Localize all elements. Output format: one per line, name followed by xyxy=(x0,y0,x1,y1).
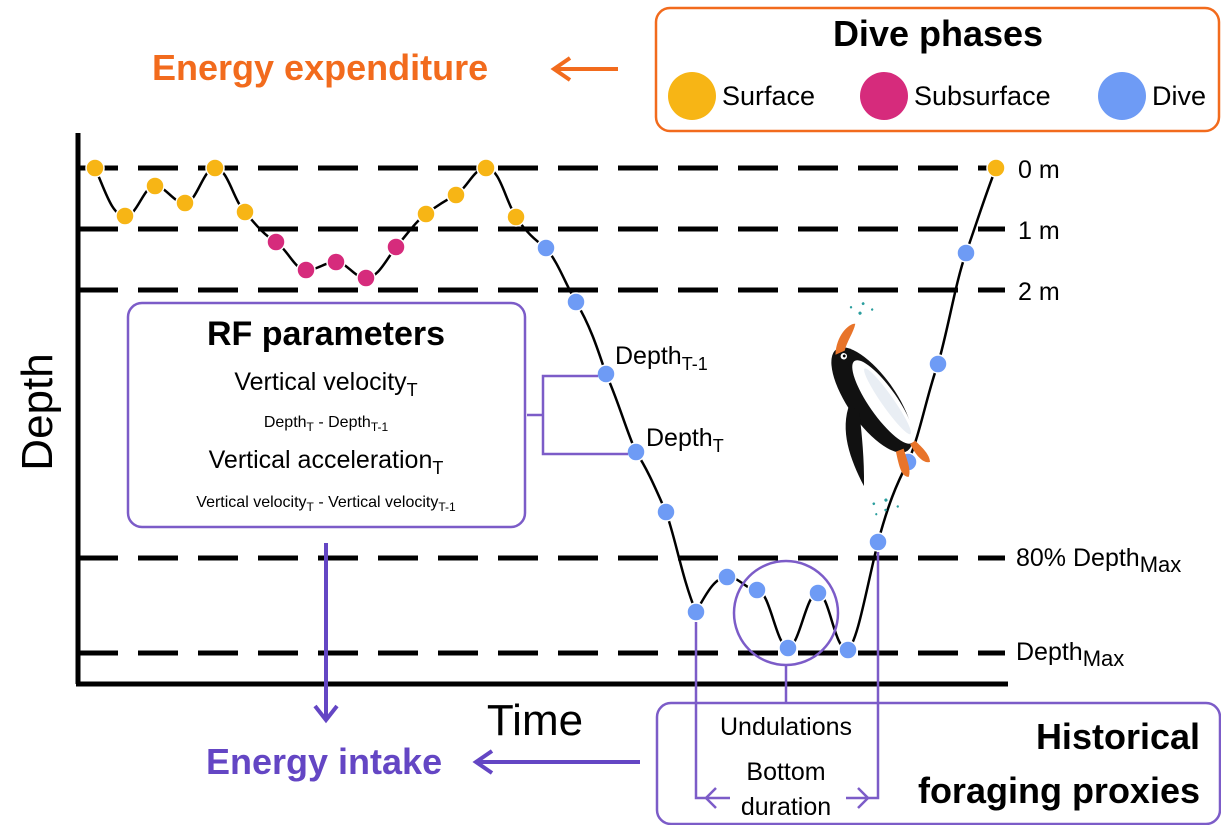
proxies-box: Undulations Bottom duration Historical f… xyxy=(655,701,1221,825)
subsurface-point xyxy=(296,260,316,280)
dive-phases-legend: Dive phases Surface Subsurface Dive xyxy=(654,6,1221,133)
surface-point xyxy=(986,158,1006,178)
proxies-undulations: Undulations xyxy=(720,713,852,741)
proxies-box-frame xyxy=(655,701,1221,825)
proxies-bottom-line1: Bottom xyxy=(746,758,825,786)
axes xyxy=(75,133,1008,687)
dive-swatch xyxy=(1098,72,1146,120)
depth-labels: 0 m 1 m 2 m 80% DepthMax DepthMax xyxy=(1016,156,1181,671)
depth-reference-lines xyxy=(78,165,1005,656)
rf-acceleration-formula: Vertical velocityT - Vertical velocityT-… xyxy=(196,494,456,514)
surface-point xyxy=(235,202,255,222)
legend-label-surface: Surface xyxy=(722,81,815,111)
dive-point xyxy=(686,602,706,622)
legend-item-subsurface: Subsurface xyxy=(860,72,1051,120)
surface-swatch xyxy=(668,72,716,120)
dive-point xyxy=(596,364,616,384)
legend-label-subsurface: Subsurface xyxy=(914,81,1051,111)
depth-label-2m: 2 m xyxy=(1018,278,1060,306)
proxies-bottom-line2: duration xyxy=(741,793,831,821)
legend-title: Dive phases xyxy=(833,13,1043,54)
subsurface-point xyxy=(386,237,406,257)
data-points xyxy=(85,158,1006,660)
surface-point xyxy=(115,206,135,226)
legend-label-dive: Dive xyxy=(1152,81,1206,111)
arrow-down-icon xyxy=(313,543,339,724)
energy-expenditure-label: Energy expenditure xyxy=(152,47,488,88)
bottom-duration-bracket xyxy=(694,552,880,809)
dive-points xyxy=(536,238,976,660)
subsurface-point xyxy=(266,232,286,252)
dive-point xyxy=(778,638,798,658)
rf-parameters-box: RF parameters Vertical velocityT DepthT … xyxy=(126,301,527,529)
dive-point xyxy=(928,354,948,374)
dive-point xyxy=(566,292,586,312)
legend-item-surface: Surface xyxy=(668,72,815,120)
y-axis-title: Depth xyxy=(13,353,62,470)
proxies-title-line2: foraging proxies xyxy=(918,770,1200,811)
surface-point xyxy=(145,176,165,196)
dive-point xyxy=(656,502,676,522)
rf-title: RF parameters xyxy=(207,315,445,353)
penguin-icon xyxy=(831,302,931,516)
dive-point xyxy=(747,580,767,600)
dive-point xyxy=(868,532,888,552)
bubbles-icon xyxy=(849,302,899,516)
subsurface-swatch xyxy=(860,72,908,120)
rf-bracket xyxy=(527,374,628,456)
x-axis-title: Time xyxy=(487,696,583,745)
rf-velocity: Vertical velocityT xyxy=(234,368,417,400)
depth-label-80pct: 80% DepthMax xyxy=(1016,544,1181,577)
legend-box xyxy=(654,6,1221,133)
surface-point xyxy=(476,158,496,178)
proxies-title-line1: Historical xyxy=(1036,716,1200,757)
depth-t-minus-1-label: DepthT-1 xyxy=(615,342,708,374)
dive-point xyxy=(838,640,858,660)
subsurface-point xyxy=(356,268,376,288)
surface-points xyxy=(85,158,1006,227)
surface-point xyxy=(506,207,526,227)
rf-acceleration: Vertical accelerationT xyxy=(209,446,444,478)
rf-velocity-formula: DepthT - DepthT-1 xyxy=(264,414,389,434)
dive-point xyxy=(626,442,646,462)
dive-point xyxy=(717,567,737,587)
dive-point xyxy=(808,583,828,603)
subsurface-point xyxy=(326,252,346,272)
rf-box-frame xyxy=(126,301,527,529)
depth-t-label: DepthT xyxy=(646,424,724,456)
depth-label-max: DepthMax xyxy=(1016,638,1124,671)
surface-point xyxy=(175,193,195,213)
dive-point xyxy=(536,238,556,258)
energy-intake-label: Energy intake xyxy=(206,741,442,782)
dive-point xyxy=(956,243,976,263)
surface-point xyxy=(416,204,436,224)
surface-point xyxy=(85,158,105,178)
surface-point xyxy=(446,185,466,205)
arrow-left-icon xyxy=(472,749,640,775)
subsurface-points xyxy=(266,232,406,288)
arrow-left-icon xyxy=(550,56,618,82)
depth-label-1m: 1 m xyxy=(1018,217,1060,245)
legend-item-dive: Dive xyxy=(1098,72,1206,120)
surface-point xyxy=(205,158,225,178)
depth-label-0m: 0 m xyxy=(1018,156,1060,184)
